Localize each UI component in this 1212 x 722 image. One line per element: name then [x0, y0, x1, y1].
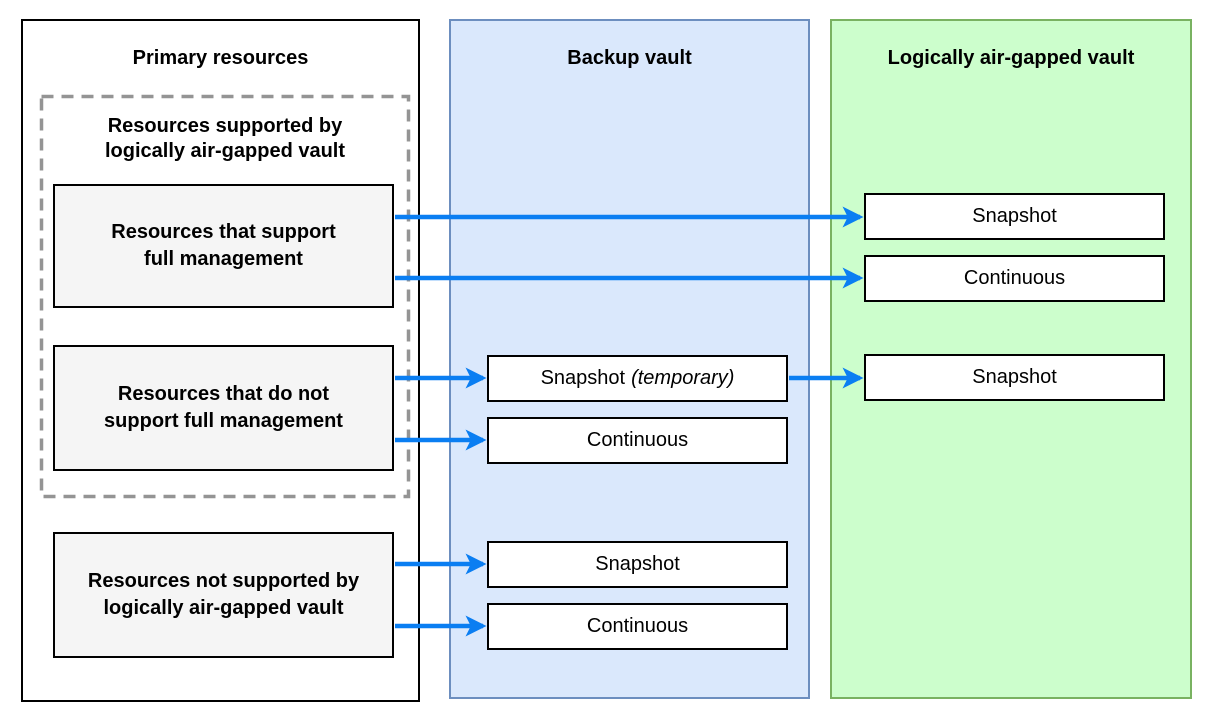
box-label-line: full management — [144, 248, 303, 270]
primary-resources-title: Primary resources — [132, 47, 309, 69]
backup-continuous-box-1: Continuous — [487, 417, 788, 464]
box-label-line: support full management — [104, 410, 343, 432]
airgap-continuous-box: Continuous — [864, 255, 1165, 302]
backup-continuous-box-2: Continuous — [487, 603, 788, 650]
supported-group-title-line: Resources supported by — [107, 115, 343, 137]
box-label-line: Resources that do not — [117, 383, 330, 405]
box-label: Snapshot — [540, 367, 626, 389]
unsupported-resources-box: Resources not supported by logically air… — [53, 532, 394, 658]
airgap-snapshot-box-1: Snapshot — [864, 193, 1165, 240]
air-gapped-vault-title: Logically air-gapped vault — [887, 47, 1135, 69]
airgap-snapshot-box-2: Snapshot — [864, 354, 1165, 401]
backup-vault-title: Backup vault — [567, 47, 692, 69]
box-label-italic: (temporary) — [631, 367, 735, 389]
backup-snapshot-temporary-box: Snapshot (temporary) — [487, 355, 788, 402]
box-label-line: logically air-gapped vault — [103, 597, 344, 619]
supported-group-title-line: logically air-gapped vault — [104, 140, 346, 162]
box-label-line: Resources not supported by — [87, 570, 360, 592]
supported-group-title: Resources supported by logically air-gap… — [40, 114, 410, 164]
no-full-management-resources-box: Resources that do not support full manag… — [53, 345, 394, 471]
full-management-resources-box: Resources that support full management — [53, 184, 394, 308]
backup-snapshot-box: Snapshot — [487, 541, 788, 588]
box-label-line: Resources that support — [111, 221, 336, 243]
